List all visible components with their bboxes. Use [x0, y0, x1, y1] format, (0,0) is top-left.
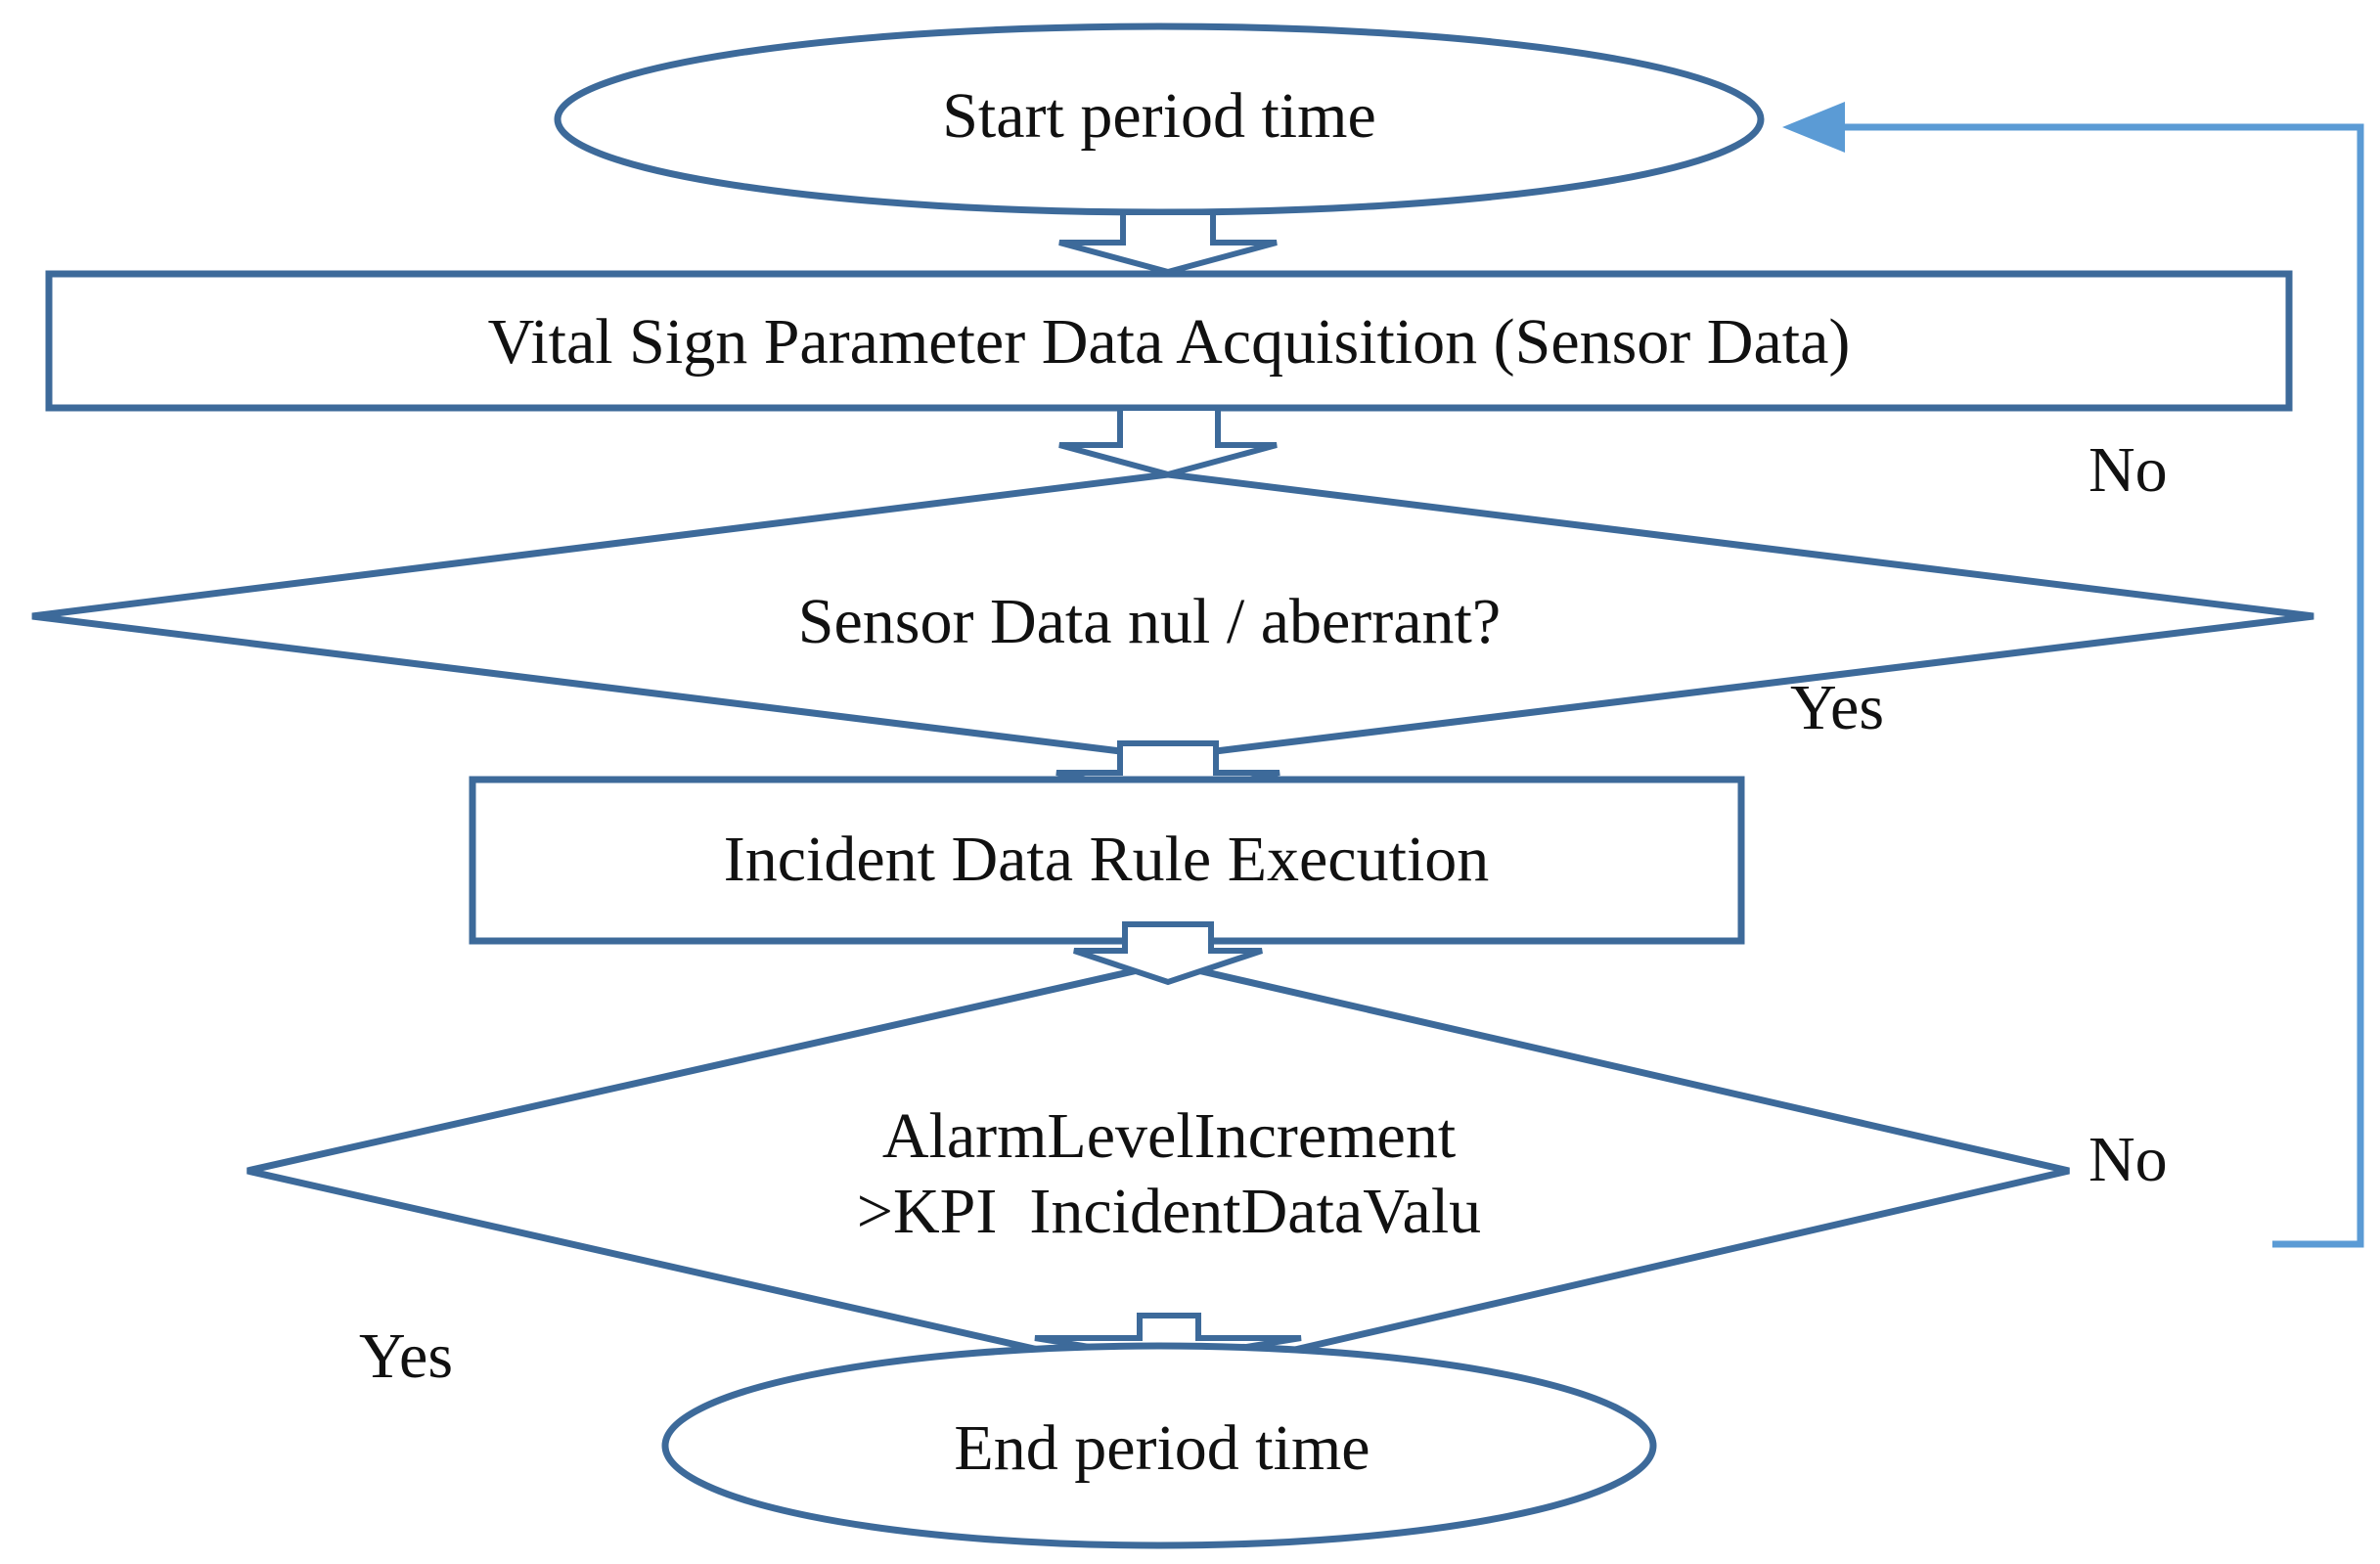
rule-execution-node [469, 776, 1745, 945]
flow-arrow-acquisition-to-decision [1058, 405, 1278, 478]
acquisition-node [45, 270, 2293, 412]
sensor-yes-label: Yes [1790, 672, 1884, 743]
end-node [661, 1342, 1657, 1549]
acquisition-node-label: Vital Sign Parameter Data Acquisition (S… [488, 306, 1851, 378]
rule-execution-label: Incident Data Rule Execution [724, 824, 1490, 895]
alarm-no-label: No [2088, 1124, 2168, 1195]
loop-back-arrowhead [1782, 102, 1845, 153]
alarm-yes-label: Yes [359, 1320, 453, 1392]
loop-back-connector [1839, 123, 2364, 1248]
alarm-decision-label-line1: AlarmLevelIncrement [882, 1100, 1456, 1172]
end-node-label: End period time [954, 1412, 1370, 1484]
flow-arrow-start-to-acquisition [1058, 209, 1278, 276]
sensor-decision-label: Sensor Data nul / aberrant? [798, 586, 1501, 657]
flow-arrow-rule-to-alarm [1073, 921, 1263, 986]
start-node-label: Start period time [942, 80, 1376, 152]
sensor-no-label: No [2088, 434, 2168, 506]
alarm-decision-label-line2: >KPI IncidentDataValu [857, 1176, 1481, 1247]
